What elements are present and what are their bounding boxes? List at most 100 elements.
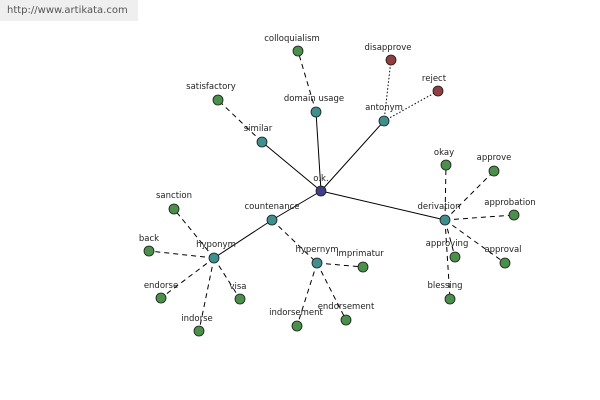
- node-dot-visa[interactable]: [234, 293, 246, 305]
- edge-ok-countenance: [271, 190, 322, 221]
- edge-derivation-okay: [444, 164, 447, 221]
- edge-ok-similar: [261, 141, 322, 192]
- node-antonym[interactable]: antonym: [365, 103, 403, 127]
- node-dot-approve[interactable]: [488, 165, 500, 177]
- node-similar[interactable]: similar: [244, 124, 273, 148]
- edge-domain-colloquialism: [297, 50, 317, 113]
- edge-ok-domain: [315, 111, 322, 192]
- node-dot-approval[interactable]: [499, 257, 511, 269]
- node-dot-domain[interactable]: [310, 106, 322, 118]
- node-endorsement[interactable]: endorsement: [318, 302, 375, 326]
- node-dot-endorse[interactable]: [155, 292, 167, 304]
- nodes-layer: o.k. similar domain usage antonym derivation…: [139, 34, 536, 337]
- node-derivation[interactable]: derivation: [417, 202, 461, 226]
- edge-countenance-hyponym: [213, 219, 273, 259]
- edge-hypernym-indorsement: [296, 262, 318, 327]
- edge-hyponym-sanction: [173, 208, 215, 259]
- node-indorsement[interactable]: indorsement: [269, 308, 324, 332]
- node-dot-ok[interactable]: [315, 185, 327, 197]
- edges-layer: [148, 50, 515, 332]
- url-banner[interactable]: http://www.artikata.com: [0, 0, 138, 21]
- node-label-approve[interactable]: approve: [477, 153, 512, 163]
- node-dot-similar[interactable]: [256, 136, 268, 148]
- node-label-approving[interactable]: approving: [426, 239, 469, 249]
- node-hyponym[interactable]: hyponym: [196, 240, 236, 264]
- node-dot-indorse[interactable]: [193, 325, 205, 337]
- node-label-sanction[interactable]: sanction: [156, 191, 192, 201]
- node-label-blessing[interactable]: blessing: [428, 281, 463, 291]
- node-dot-sanction[interactable]: [168, 203, 180, 215]
- node-dot-satisfactory[interactable]: [212, 94, 224, 106]
- node-disapprove[interactable]: disapprove: [365, 43, 412, 66]
- node-approving[interactable]: approving: [426, 239, 469, 263]
- node-reject[interactable]: reject: [422, 74, 447, 97]
- node-dot-hypernym[interactable]: [311, 257, 323, 269]
- node-ok[interactable]: o.k.: [313, 174, 329, 197]
- node-label-antonym[interactable]: antonym: [365, 103, 403, 113]
- node-label-hyponym[interactable]: hyponym: [196, 240, 236, 250]
- node-label-derivation[interactable]: derivation: [417, 202, 460, 212]
- node-visa[interactable]: visa: [229, 282, 247, 305]
- node-label-domain[interactable]: domain usage: [284, 94, 344, 104]
- node-dot-colloquialism[interactable]: [292, 45, 304, 57]
- node-dot-reject[interactable]: [432, 85, 444, 97]
- node-label-approbation[interactable]: approbation: [484, 198, 535, 208]
- node-endorse[interactable]: endorse: [144, 281, 178, 304]
- node-dot-back[interactable]: [143, 245, 155, 257]
- node-approve[interactable]: approve: [477, 153, 512, 177]
- edge-hypernym-imprimatur: [316, 262, 364, 268]
- node-dot-indorsement[interactable]: [291, 320, 303, 332]
- node-dot-approving[interactable]: [449, 251, 461, 263]
- node-okay[interactable]: okay: [434, 148, 454, 171]
- edge-similar-satisfactory: [217, 99, 263, 143]
- node-label-hypernym[interactable]: hypernym: [295, 245, 338, 255]
- node-label-visa[interactable]: visa: [229, 282, 246, 292]
- edge-hypernym-endorsement: [316, 262, 347, 321]
- node-domain[interactable]: domain usage: [284, 94, 344, 118]
- node-label-endorsement[interactable]: endorsement: [318, 302, 375, 312]
- node-dot-blessing[interactable]: [444, 293, 456, 305]
- node-satisfactory[interactable]: satisfactory: [186, 82, 236, 106]
- node-label-ok[interactable]: o.k.: [313, 174, 328, 184]
- node-dot-imprimatur[interactable]: [357, 261, 369, 273]
- node-approbation[interactable]: approbation: [484, 198, 536, 221]
- node-dot-okay[interactable]: [440, 159, 452, 171]
- node-dot-disapprove[interactable]: [385, 54, 397, 66]
- edge-derivation-approve: [444, 170, 495, 221]
- node-approval[interactable]: approval: [484, 245, 522, 269]
- node-label-indorse[interactable]: indorse: [181, 314, 213, 324]
- node-dot-hyponym[interactable]: [208, 252, 220, 264]
- edge-countenance-hypernym: [271, 219, 318, 264]
- node-label-disapprove[interactable]: disapprove: [365, 43, 412, 53]
- node-label-similar[interactable]: similar: [244, 124, 273, 134]
- node-label-countenance[interactable]: countenance: [244, 202, 299, 212]
- edge-ok-antonym: [320, 120, 385, 192]
- node-colloquialism[interactable]: colloquialism: [264, 34, 320, 57]
- edge-derivation-approbation: [444, 214, 515, 221]
- node-dot-antonym[interactable]: [378, 115, 390, 127]
- node-label-satisfactory[interactable]: satisfactory: [186, 82, 236, 92]
- node-countenance[interactable]: countenance: [244, 202, 300, 226]
- node-label-okay[interactable]: okay: [434, 148, 454, 158]
- node-label-approval[interactable]: approval: [484, 245, 521, 255]
- node-dot-approbation[interactable]: [508, 209, 520, 221]
- node-blessing[interactable]: blessing: [428, 281, 463, 305]
- node-sanction[interactable]: sanction: [156, 191, 192, 215]
- node-hypernym[interactable]: hypernym: [295, 245, 339, 269]
- node-indorse[interactable]: indorse: [181, 314, 213, 337]
- node-label-colloquialism[interactable]: colloquialism: [264, 34, 320, 44]
- node-imprimatur[interactable]: imprimatur: [336, 249, 384, 273]
- edge-ok-derivation: [320, 190, 446, 221]
- node-label-indorsement[interactable]: indorsement: [269, 308, 323, 318]
- node-label-endorse[interactable]: endorse: [144, 281, 178, 291]
- node-dot-countenance[interactable]: [266, 214, 278, 226]
- node-dot-derivation[interactable]: [439, 214, 451, 226]
- node-label-back[interactable]: back: [139, 234, 159, 244]
- edge-hyponym-indorse: [198, 257, 215, 332]
- edge-derivation-approving: [444, 219, 456, 258]
- node-dot-endorsement[interactable]: [340, 314, 352, 326]
- node-back[interactable]: back: [139, 234, 159, 257]
- node-label-reject[interactable]: reject: [422, 74, 447, 84]
- node-label-imprimatur[interactable]: imprimatur: [336, 249, 384, 259]
